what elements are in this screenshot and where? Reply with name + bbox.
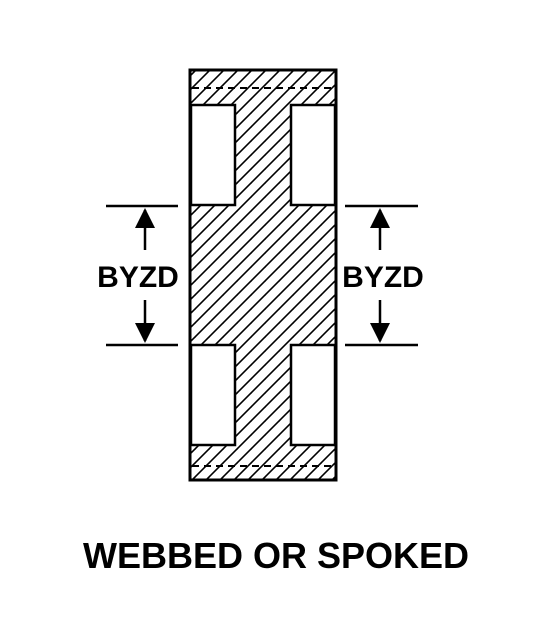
section-outline — [188, 68, 338, 482]
right-dimension-label: BYZD — [342, 261, 424, 294]
lower-left-cutout — [189, 343, 237, 447]
right-dimension: BYZD — [342, 204, 424, 347]
lower-right-cutout — [289, 343, 337, 447]
upper-right-cutout — [289, 103, 337, 207]
upper-left-cutout — [189, 103, 237, 207]
left-dimension-label: BYZD — [97, 261, 179, 294]
left-dimension: BYZD — [97, 204, 179, 347]
diagram-caption: WEBBED OR SPOKED — [83, 535, 469, 576]
